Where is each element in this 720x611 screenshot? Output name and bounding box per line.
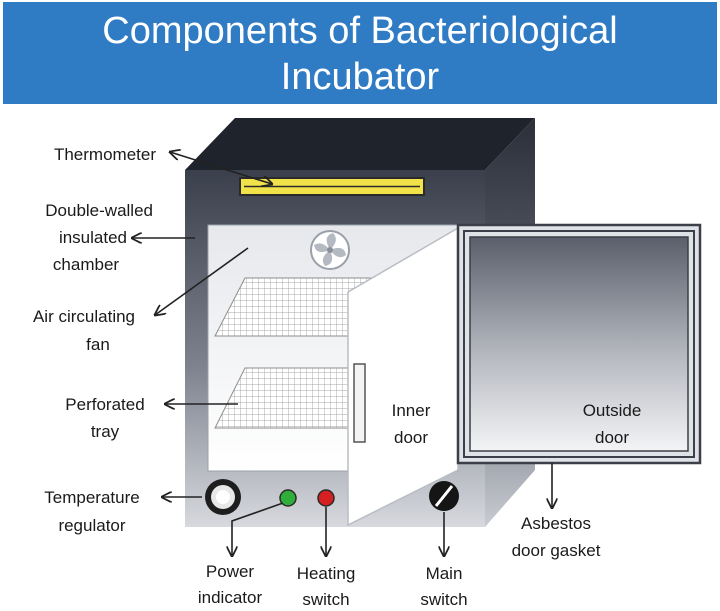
label-main-line2: switch [420,590,467,609]
label-chamber-line1: Double-walled [45,201,153,220]
power-indicator-light [279,489,297,507]
label-tray-line2: tray [91,422,120,441]
label-gasket-line2: door gasket [512,541,601,560]
label-tray-line1: Perforated [65,395,144,414]
label-chamber-line3: chamber [53,255,119,274]
label-heating-line1: Heating [297,564,356,583]
label-outside-door-line1: Outside [583,401,642,420]
label-temp-regulator-line1: Temperature [44,488,139,507]
temperature-regulator-knob [205,479,241,515]
label-power-line1: Power [206,562,255,581]
inner-door-handle [353,363,366,443]
label-power-line2: indicator [198,588,263,607]
label-outside-door-line2: door [595,428,629,447]
door-gasket [463,230,695,458]
heating-switch-light [317,489,335,507]
label-thermometer: Thermometer [54,145,156,164]
label-inner-door-line2: door [394,428,428,447]
fan-icon [310,230,350,270]
label-heating-line2: switch [302,590,349,609]
title-banner: Components of Bacteriological Incubator [3,2,717,104]
label-fan-line1: Air circulating [33,307,135,326]
inner-door [347,226,459,527]
label-main-line1: Main [426,564,463,583]
label-gasket-line1: Asbestos [521,514,591,533]
label-inner-door-line1: Inner [392,401,431,420]
cabinet-top [185,118,535,170]
label-chamber-line2: insulated [59,228,127,247]
title-line-1: Components of Bacteriological [102,10,618,52]
label-temp-regulator-line2: regulator [58,516,125,535]
leader-arrows [132,152,552,556]
title-line-2: Incubator [280,56,440,98]
main-switch-knob [429,481,459,511]
label-fan-line2: fan [86,335,110,354]
